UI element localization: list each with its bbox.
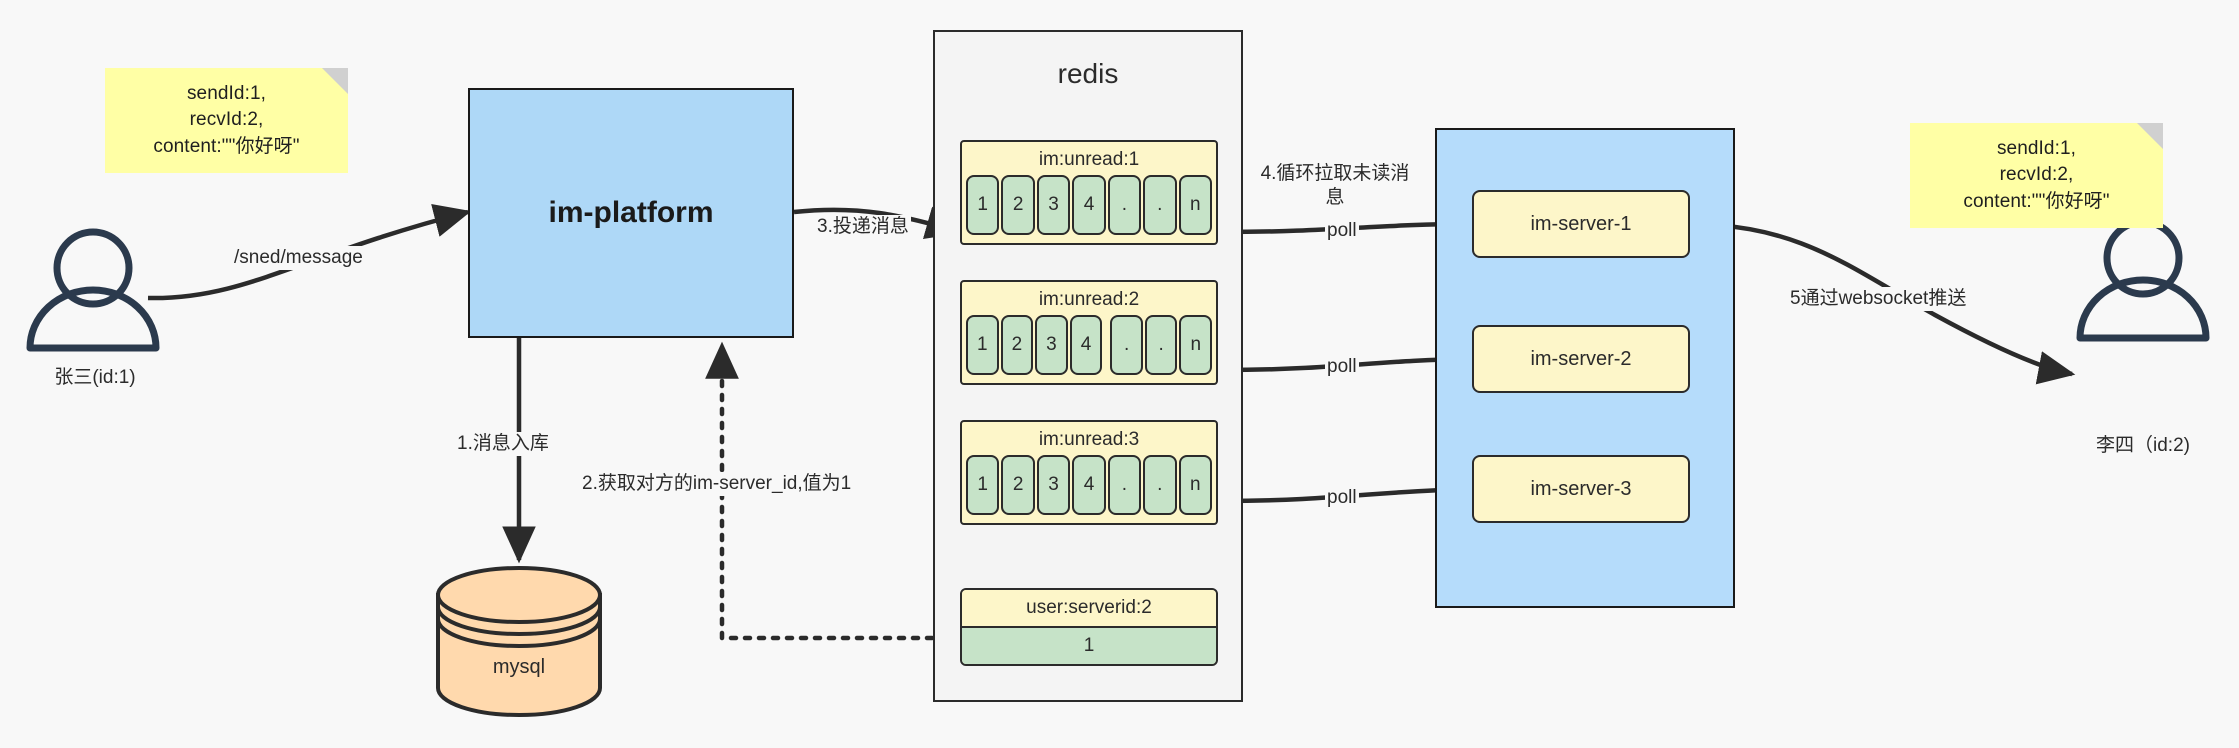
kv-user-serverid[interactable]: user:serverid:2 1 xyxy=(960,588,1218,666)
queue-cell: 2 xyxy=(1001,455,1035,515)
redis-title: redis xyxy=(1057,58,1119,89)
queue-cell: 1 xyxy=(966,455,1000,515)
queue-cell: 1 xyxy=(966,315,999,375)
im-server-1-box[interactable]: im-server-1 xyxy=(1472,190,1690,258)
actor-label-receiver: 李四（id:2) xyxy=(2096,435,2190,456)
queue-cell: 1 xyxy=(966,175,1000,235)
queue-im-unread-3[interactable]: im:unread:3 1 2 3 4 . . n xyxy=(960,420,1218,525)
queue-cell: . xyxy=(1107,455,1142,515)
queue-cell: 4 xyxy=(1072,455,1106,515)
im-server-2-box[interactable]: im-server-2 xyxy=(1472,325,1690,393)
mysql-label: mysql xyxy=(492,656,546,678)
queue-title: im:unread:2 xyxy=(1038,289,1140,310)
queue-cell: 3 xyxy=(1036,175,1071,235)
sticky-fold-icon xyxy=(2137,123,2163,149)
queue-cell: 2 xyxy=(1000,315,1034,375)
queue-cell: 3 xyxy=(1036,455,1071,515)
queue-cell: . xyxy=(1110,315,1143,375)
queue-cells: 1 2 3 4 . . n xyxy=(962,315,1216,375)
queue-im-unread-1[interactable]: im:unread:1 1 2 3 4 . . n xyxy=(960,140,1218,245)
queue-title: im:unread:1 xyxy=(1038,149,1140,170)
im-platform-box[interactable]: im-platform xyxy=(468,88,794,338)
edge-label-step4-line1: 4.循环拉取未读消 xyxy=(1260,163,1410,184)
sticky-fold-icon xyxy=(322,68,348,94)
actor-label-sender: 张三(id:1) xyxy=(54,367,136,388)
queue-cells: 1 2 3 4 . . n xyxy=(962,175,1216,235)
im-server-3-box[interactable]: im-server-3 xyxy=(1472,455,1690,523)
sticky-note-right-text: sendId:1, recvId:2, content:""你好呀" xyxy=(1963,138,2110,212)
edge-label-step2: 2.获取对方的im-server_id,值为1 xyxy=(580,472,854,496)
kv-value: 1 xyxy=(962,628,1216,664)
queue-cells: 1 2 3 4 . . n xyxy=(962,455,1216,515)
person-icon-sender xyxy=(26,228,160,352)
queue-cell: . xyxy=(1144,315,1178,375)
queue-cell: 4 xyxy=(1069,315,1103,375)
mysql-cylinder-icon xyxy=(436,566,602,717)
edge-label-poll-3: poll xyxy=(1325,486,1359,510)
edge-label-step4-line2: 息 xyxy=(1325,186,1345,208)
kv-key: user:serverid:2 xyxy=(962,590,1216,628)
sticky-note-right: sendId:1, recvId:2, content:""你好呀" xyxy=(1910,123,2163,228)
queue-cell: 2 xyxy=(1001,175,1035,235)
sticky-note-left: sendId:1, recvId:2, content:""你好呀" xyxy=(105,68,348,173)
edge-label-step3: 3.投递消息 xyxy=(815,215,911,239)
queue-cell: . xyxy=(1143,175,1177,235)
edge-label-step4: 4.循环拉取未读消 息 xyxy=(1258,162,1412,210)
edge-label-step5: 5通过websocket推送 xyxy=(1788,287,1969,311)
edge-label-poll-2: poll xyxy=(1325,355,1359,379)
person-icon-receiver xyxy=(2076,218,2210,342)
edge-label-step1: 1.消息入库 xyxy=(455,432,551,456)
queue-cell: . xyxy=(1107,175,1142,235)
queue-cell: n xyxy=(1178,175,1212,235)
queue-cell: 4 xyxy=(1072,175,1106,235)
queue-cell: . xyxy=(1143,455,1177,515)
sticky-note-left-text: sendId:1, recvId:2, content:""你好呀" xyxy=(153,83,300,157)
queue-cell: n xyxy=(1179,315,1213,375)
edge-label-poll-1: poll xyxy=(1325,219,1359,243)
edge-label-send-message: /sned/message xyxy=(232,246,365,270)
queue-title: im:unread:3 xyxy=(1038,429,1140,450)
queue-im-unread-2[interactable]: im:unread:2 1 2 3 4 . . n xyxy=(960,280,1218,385)
queue-cell: n xyxy=(1178,455,1212,515)
queue-cell: 3 xyxy=(1035,315,1068,375)
